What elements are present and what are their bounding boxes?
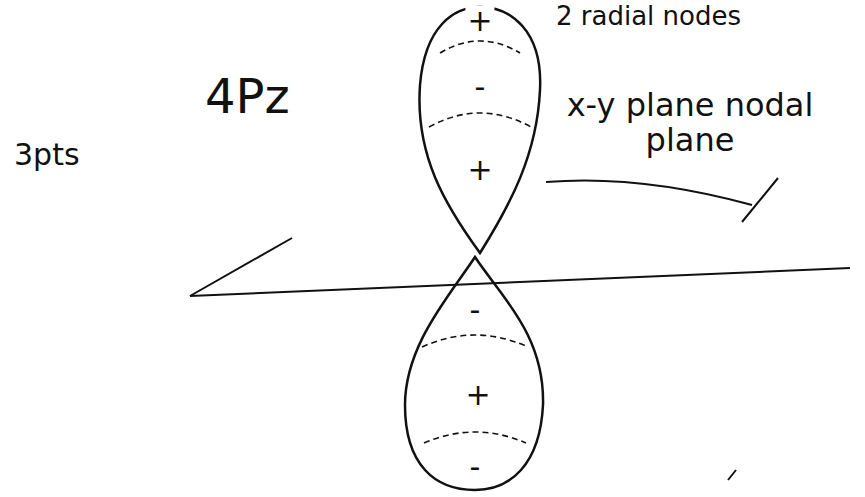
points-note: 3pts bbox=[14, 138, 80, 171]
orbital-lobe: - + - bbox=[400, 255, 548, 492]
lobe-outline bbox=[415, 5, 545, 255]
phase-sign: - bbox=[473, 72, 488, 102]
orbital-name: 4Pz bbox=[205, 70, 290, 123]
annotation-text: x-y plane nodal plane bbox=[560, 88, 820, 158]
phase-sign: + bbox=[465, 155, 494, 185]
orbital-lobe: + - + bbox=[415, 5, 545, 255]
phase-sign: + bbox=[465, 6, 494, 36]
annotation-text: 2 radial nodes bbox=[556, 2, 741, 31]
phase-sign: + bbox=[463, 380, 492, 410]
phase-sign: - bbox=[468, 295, 483, 325]
phase-sign: - bbox=[468, 452, 483, 482]
